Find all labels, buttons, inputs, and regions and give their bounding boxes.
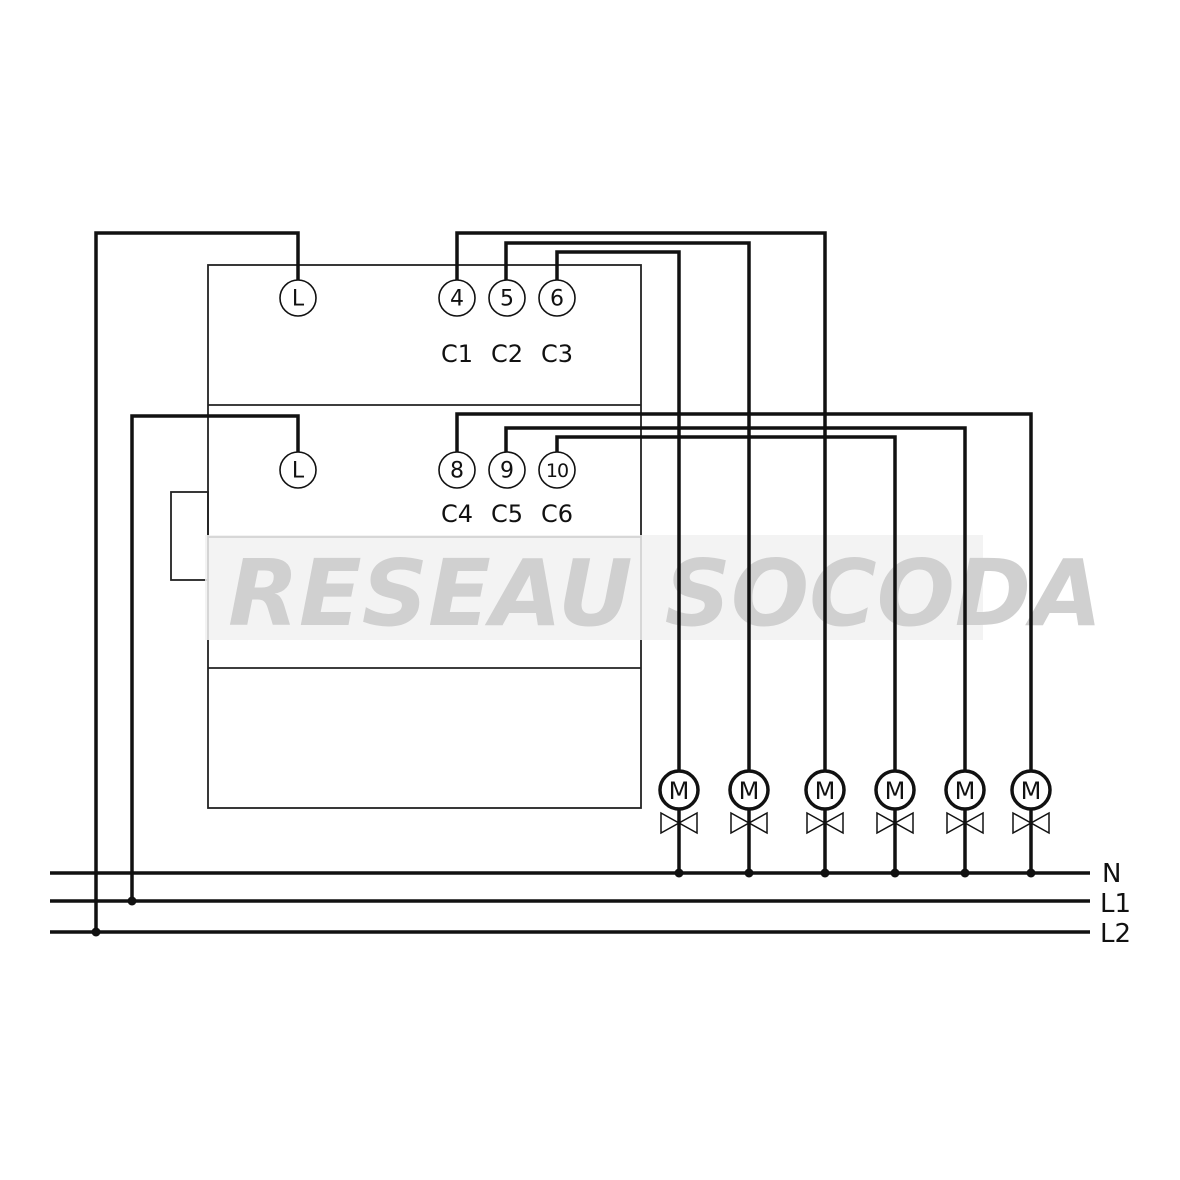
- valve-icon: [1012, 811, 1050, 835]
- terminal-8: 8: [438, 451, 476, 489]
- watermark-logo: RESEAU SOCODA: [205, 535, 1102, 647]
- channel-label-c4: C4: [441, 500, 473, 528]
- motor-label: M: [669, 777, 690, 805]
- valve-icon: [730, 811, 768, 835]
- channel-label-c5: C5: [491, 500, 523, 528]
- valve-icon: [946, 811, 984, 835]
- channel-label-c1: C1: [441, 340, 473, 368]
- junction-dot: [820, 868, 830, 878]
- terminal-10: 10: [538, 451, 576, 489]
- svg-text:RESEAU SOCODA: RESEAU SOCODA: [228, 540, 1102, 647]
- wire-c3: [555, 250, 681, 771]
- valve-actuator: M: [1010, 769, 1052, 878]
- terminal-4: 4: [438, 279, 476, 317]
- bus-label-n: N: [1102, 859, 1121, 889]
- terminal-5: 5: [488, 279, 526, 317]
- valve-actuator: M: [874, 769, 916, 878]
- valve-icon: [806, 811, 844, 835]
- bus-label-l1: L1: [1100, 889, 1131, 919]
- junction-dot: [91, 927, 101, 937]
- svg-text:6: 6: [550, 287, 564, 312]
- terminal-l-top: L: [279, 279, 317, 317]
- motor-label: M: [885, 777, 906, 805]
- valve-icon: [876, 811, 914, 835]
- junction-dot: [960, 868, 970, 878]
- terminal-9: 9: [488, 451, 526, 489]
- svg-text:4: 4: [450, 287, 464, 312]
- terminal-6: 6: [538, 279, 576, 317]
- wire-c2: [504, 241, 751, 771]
- junction-dot: [744, 868, 754, 878]
- svg-text:L: L: [292, 459, 305, 484]
- motor-label: M: [815, 777, 836, 805]
- valve-actuator: M: [944, 769, 986, 878]
- motor-label: M: [739, 777, 760, 805]
- bus-label-l2: L2: [1100, 919, 1131, 949]
- svg-text:L: L: [292, 287, 305, 312]
- wire-c1: [455, 231, 827, 771]
- junction-dot: [674, 868, 684, 878]
- valve-actuator: M: [658, 769, 700, 878]
- housing-side-tab: [170, 491, 209, 581]
- valve-actuator: M: [728, 769, 770, 878]
- channel-label-c3: C3: [541, 340, 573, 368]
- wire-l-bottom-to-l1: [130, 414, 300, 901]
- wire-l-top-to-l2: [94, 231, 300, 932]
- valve-icon: [660, 811, 698, 835]
- svg-text:9: 9: [500, 459, 514, 484]
- junction-dot: [1026, 868, 1036, 878]
- junction-dot: [127, 896, 137, 906]
- motor-label: M: [1021, 777, 1042, 805]
- wire-c4: [455, 412, 1033, 771]
- wire-c5: [504, 426, 967, 771]
- terminal-l-bottom: L: [279, 451, 317, 489]
- wire-c6: [555, 435, 897, 771]
- motor-label: M: [955, 777, 976, 805]
- junction-dot: [890, 868, 900, 878]
- svg-text:10: 10: [546, 460, 568, 482]
- channel-label-c2: C2: [491, 340, 523, 368]
- channel-label-c6: C6: [541, 500, 573, 528]
- svg-text:8: 8: [450, 459, 464, 484]
- valve-actuator: M: [804, 769, 846, 878]
- svg-text:5: 5: [500, 287, 514, 312]
